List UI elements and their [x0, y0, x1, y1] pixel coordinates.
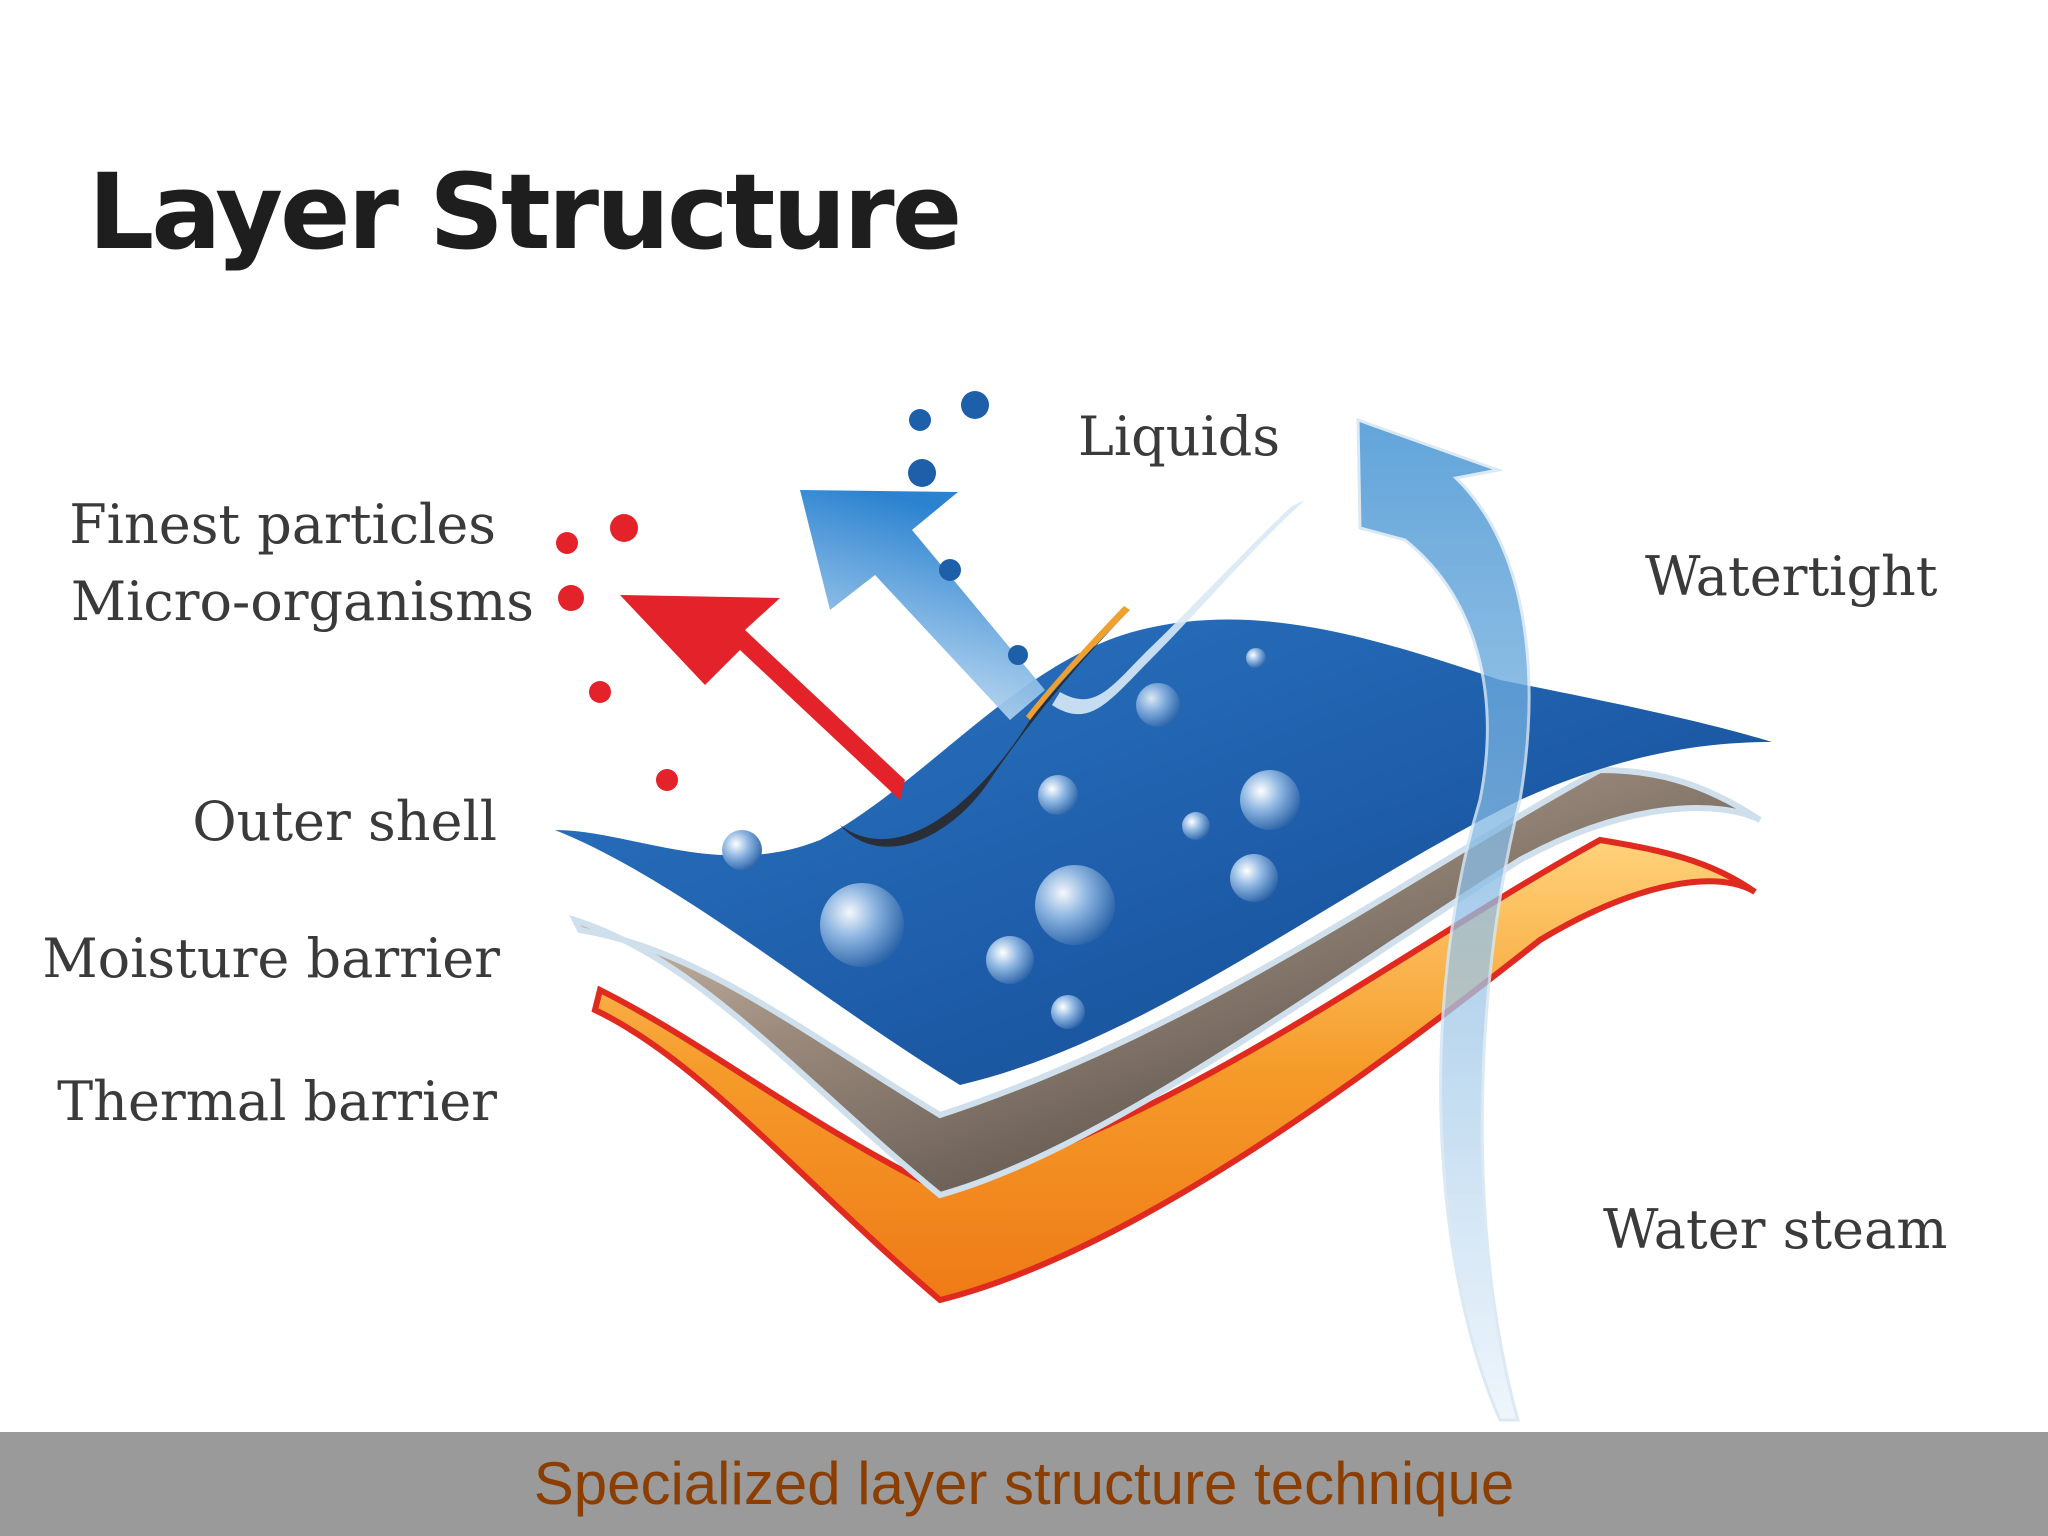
liquid-droplets — [908, 391, 1028, 665]
liquids-bounce-trail — [1052, 500, 1305, 715]
label-moisture-barrier: Moisture barrier — [42, 927, 500, 990]
page-title: Layer Structure — [88, 151, 962, 273]
water-steam-arrow — [1356, 417, 1531, 1422]
label-watertight: Watertight — [1645, 545, 1938, 608]
label-finest-particles: Finest particles — [69, 493, 496, 556]
label-thermal-barrier: Thermal barrier — [57, 1070, 497, 1133]
outer-shell-layer — [555, 619, 1772, 1085]
footer-caption: Specialized layer structure technique — [533, 1450, 1515, 1517]
label-water-steam: Water steam — [1603, 1198, 1948, 1261]
footer-bar: Specialized layer structure technique — [0, 1432, 2048, 1536]
label-outer-shell: Outer shell — [192, 790, 497, 853]
liquids-arrow — [800, 490, 1045, 720]
micro-organism-particles — [556, 514, 678, 791]
particles-arrow — [620, 595, 905, 800]
water-drops — [722, 648, 1300, 1029]
label-liquids: Liquids — [1078, 405, 1281, 468]
label-micro-organisms: Micro-organisms — [70, 570, 534, 633]
fold-orange-edge — [1026, 606, 1130, 720]
